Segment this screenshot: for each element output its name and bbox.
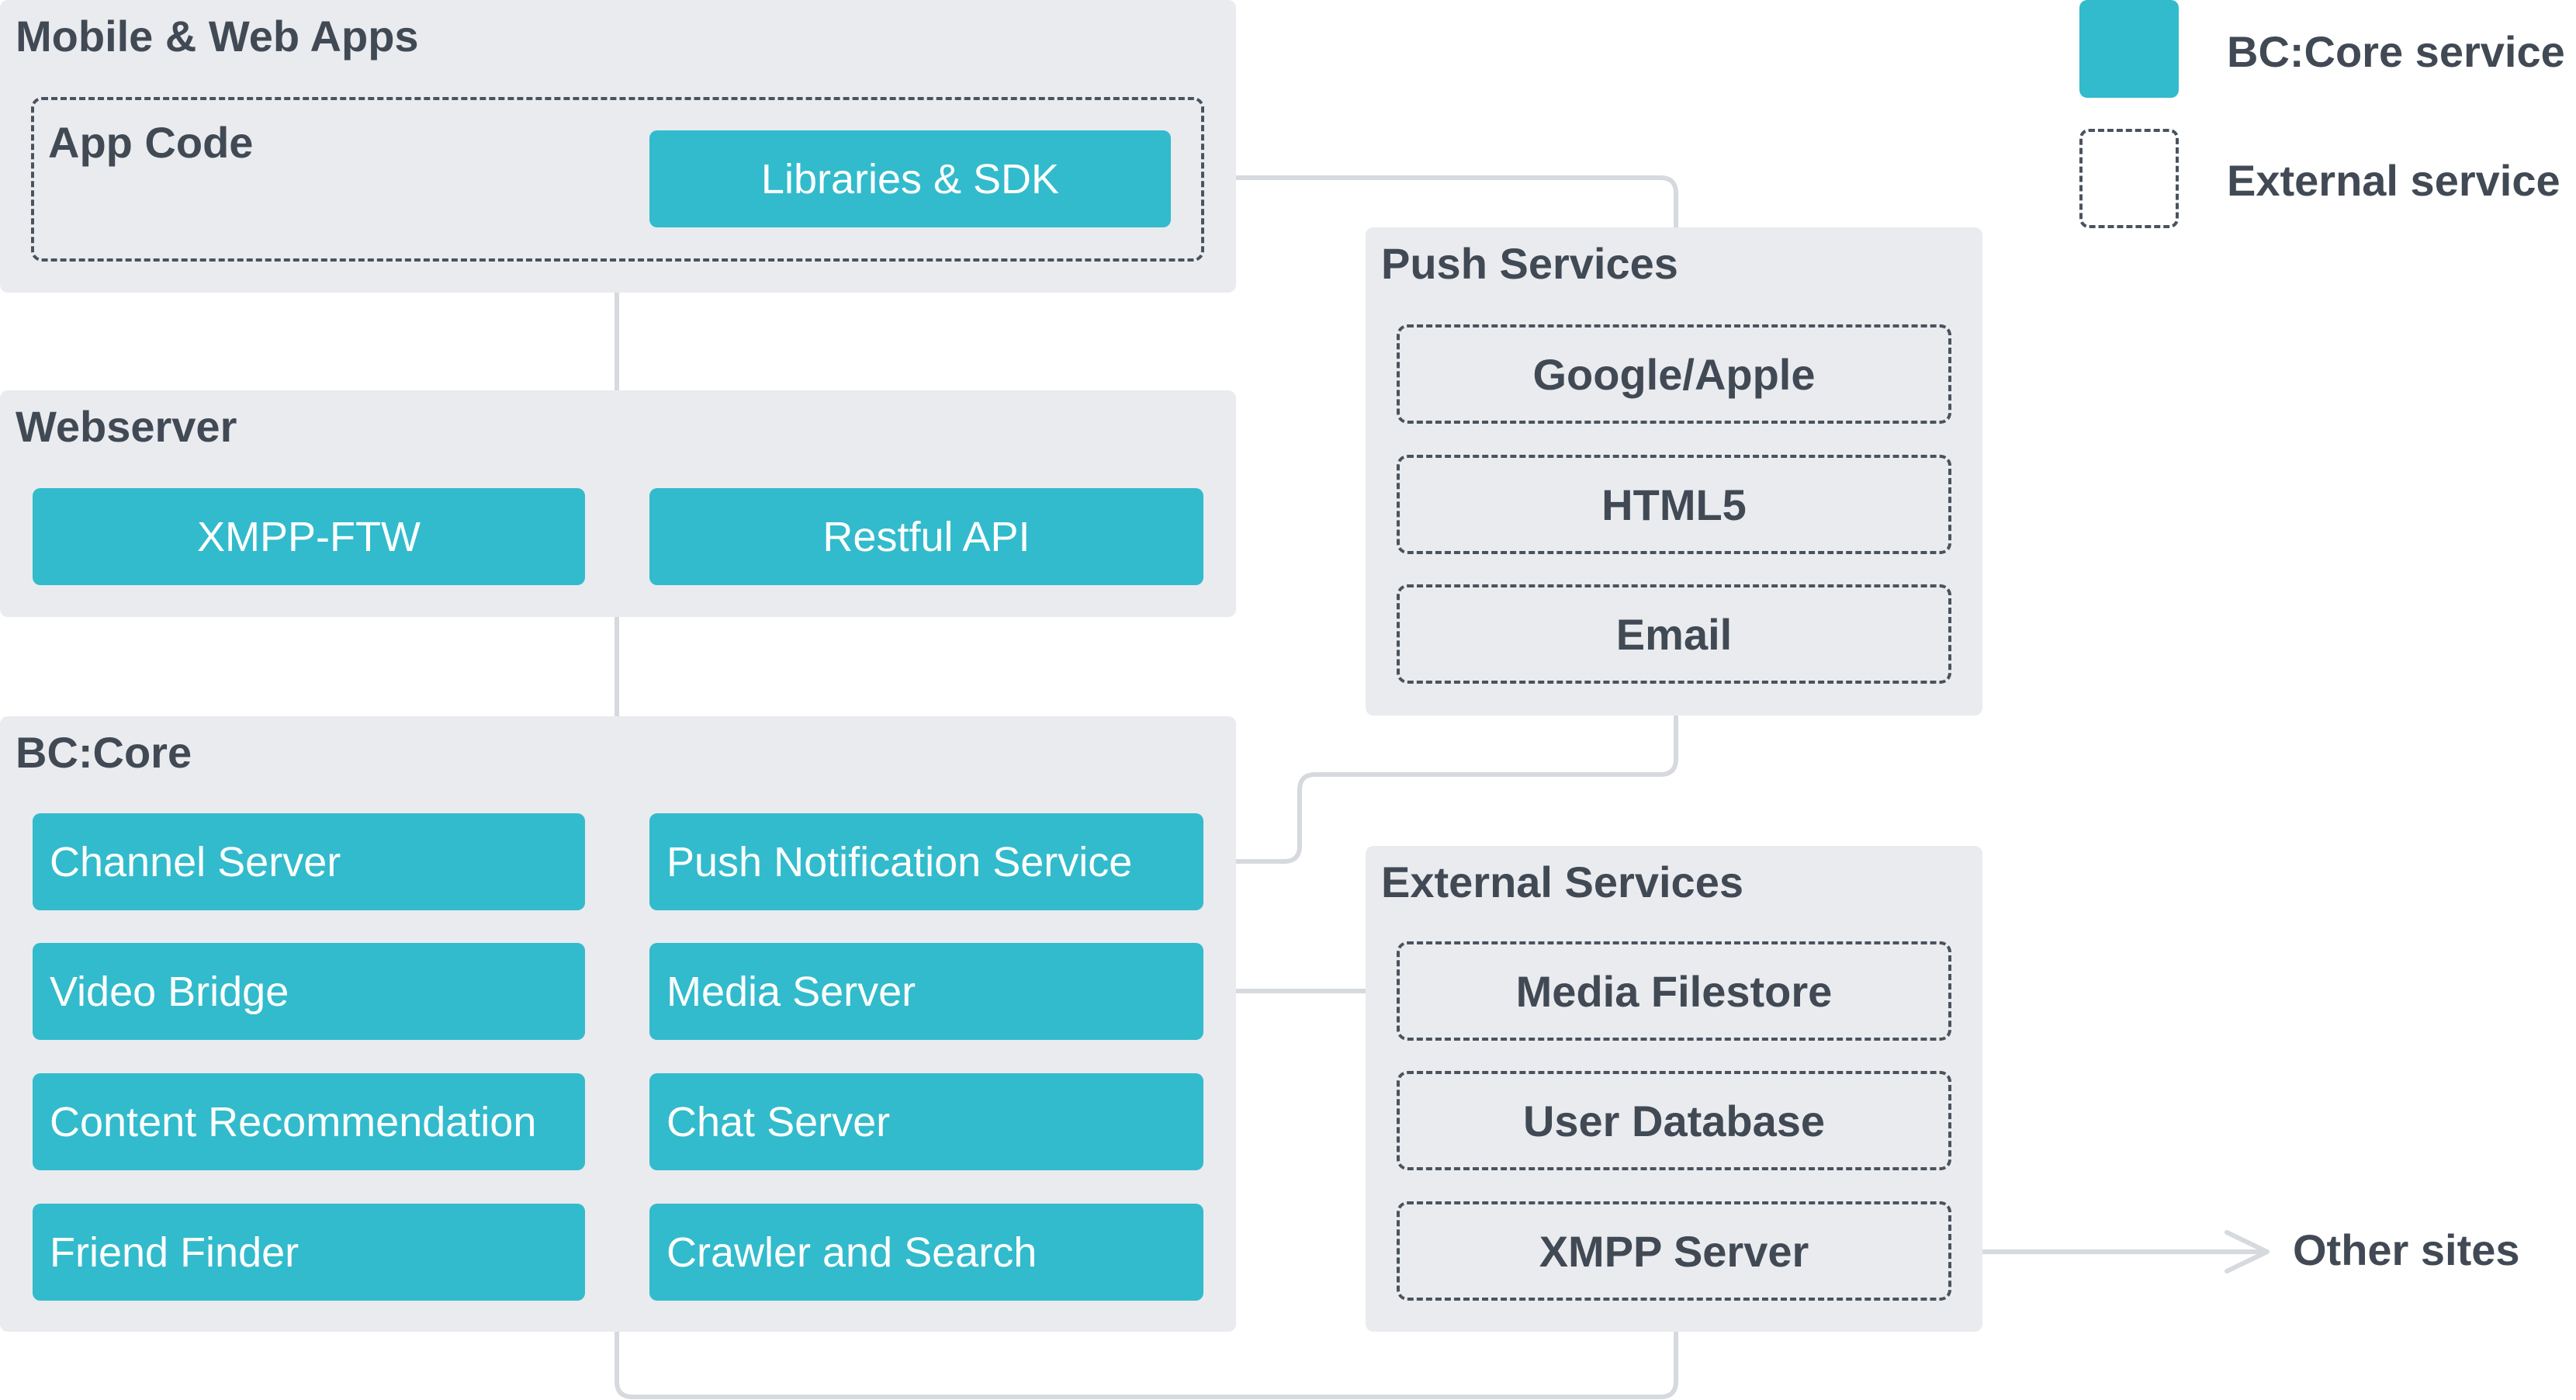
- legend-bccore-swatch: [2079, 0, 2179, 98]
- service-push-notification: Push Notification Service: [649, 813, 1203, 910]
- service-chat-server: Chat Server: [649, 1073, 1203, 1170]
- group-external-services: External Services Media Filestore User D…: [1366, 846, 1982, 1332]
- group-title-apps: Mobile & Web Apps: [16, 12, 419, 61]
- group-mobile-web-apps: Mobile & Web Apps App Code Libraries & S…: [0, 0, 1236, 293]
- external-media-filestore: Media Filestore: [1397, 941, 1951, 1041]
- service-content-recommendation: Content Recommendation: [33, 1073, 585, 1170]
- legend-external-swatch: [2079, 129, 2179, 228]
- legend-external-label: External service: [2227, 156, 2560, 205]
- legend-bccore-label: BC:Core service: [2227, 27, 2565, 76]
- service-crawler-search: Crawler and Search: [649, 1204, 1203, 1301]
- external-email: Email: [1397, 584, 1951, 684]
- group-title-bccore: BC:Core: [16, 728, 192, 777]
- other-sites-label: Other sites: [2293, 1225, 2520, 1274]
- external-html5: HTML5: [1397, 455, 1951, 554]
- group-bccore: BC:Core Channel Server Video Bridge Cont…: [0, 716, 1236, 1332]
- group-title-external: External Services: [1381, 858, 1743, 906]
- group-title-push: Push Services: [1381, 239, 1678, 288]
- service-restful-api: Restful API: [649, 488, 1203, 585]
- arrowhead-other-sites: [2225, 1230, 2270, 1274]
- service-channel-server: Channel Server: [33, 813, 585, 910]
- service-media-server: Media Server: [649, 943, 1203, 1040]
- connector-push-notification: [1200, 713, 1678, 864]
- external-xmpp-server: XMPP Server: [1397, 1201, 1951, 1301]
- app-code-title: App Code: [48, 118, 254, 167]
- group-webserver: Webserver XMPP-FTW Restful API: [0, 390, 1236, 617]
- connector-bccore-xmpp: [615, 1298, 1678, 1399]
- external-google-apple: Google/Apple: [1397, 324, 1951, 424]
- service-friend-finder: Friend Finder: [33, 1204, 585, 1301]
- group-title-webserver: Webserver: [16, 402, 237, 451]
- service-libraries-sdk: Libraries & SDK: [649, 130, 1171, 227]
- service-xmpp-ftw: XMPP-FTW: [33, 488, 585, 585]
- connector-sdk-push: [1234, 175, 1678, 230]
- service-video-bridge: Video Bridge: [33, 943, 585, 1040]
- app-code-boundary: App Code: [31, 97, 1204, 262]
- group-push-services: Push Services Google/Apple HTML5 Email: [1366, 227, 1982, 716]
- external-user-database: User Database: [1397, 1071, 1951, 1170]
